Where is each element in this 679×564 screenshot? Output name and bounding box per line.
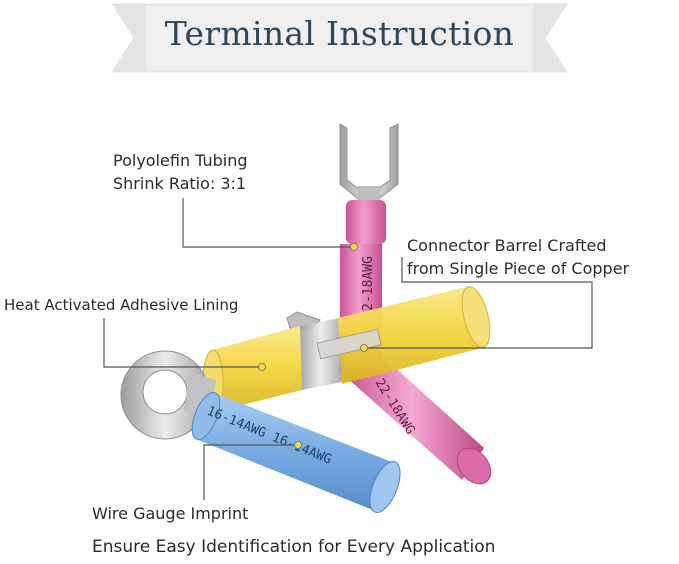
title-banner — [111, 3, 568, 73]
gauge-label: Wire Gauge Imprint — [92, 504, 249, 523]
barrel-label-line1: Connector Barrel Crafted — [407, 236, 607, 255]
callout-dot-barrel — [360, 344, 368, 352]
callout-dot-gauge — [294, 441, 302, 449]
blue-ring-connector: 16-14AWG 16-14AWG — [191, 391, 401, 513]
callout-dot-tubing — [350, 243, 358, 251]
barrel-label-line2: from Single Piece of Copper — [407, 259, 630, 278]
callout-dot-adhesive — [258, 363, 266, 371]
adhesive-label: Heat Activated Adhesive Lining — [4, 296, 239, 314]
tubing-label-line1: Polyolefin Tubing — [113, 151, 248, 170]
tubing-label-line2: Shrink Ratio: 3:1 — [113, 174, 247, 193]
callout-line-gauge — [203, 444, 298, 500]
footer-caption: Ensure Easy Identification for Every App… — [92, 537, 496, 557]
callout-line-barrel — [366, 257, 593, 349]
callout-lines — [103, 198, 593, 500]
callout-line-tubing — [182, 198, 352, 248]
callout-dots — [258, 243, 368, 449]
callout-line-adhesive — [103, 318, 262, 368]
ring-terminal — [120, 350, 216, 440]
page-title: Terminal Instruction — [164, 14, 515, 53]
